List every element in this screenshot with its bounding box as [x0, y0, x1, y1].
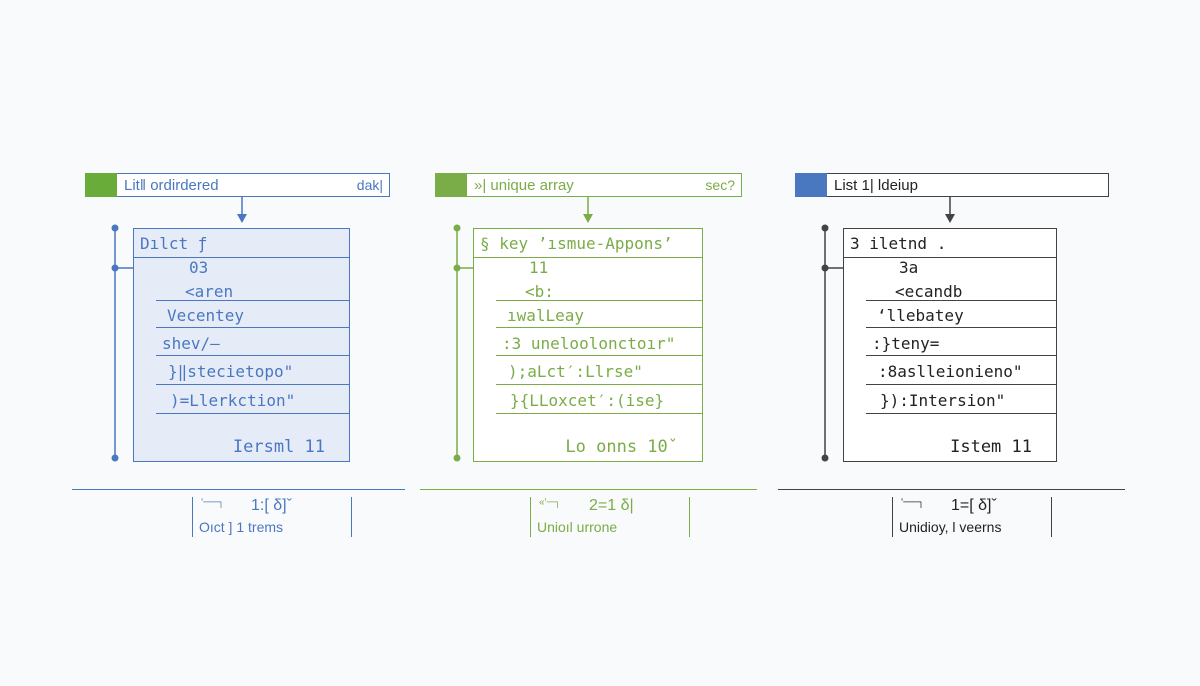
header-label: Lit‖ ordirdered	[124, 177, 219, 194]
node-box: § key ’ısmue-Appons’ Lo onns 10ˇ	[473, 228, 703, 462]
row-divider	[866, 355, 1056, 356]
panel-unique-array: »| unique array sec? § key ’ısmue-Appons…	[400, 0, 800, 686]
node-row: }):Intersion"	[880, 391, 1006, 410]
node-row: <ecandb	[895, 282, 963, 301]
caption-mark: ‘──┐	[901, 497, 925, 508]
row-divider	[496, 327, 702, 328]
row-divider	[866, 327, 1056, 328]
header-swatch	[85, 173, 117, 197]
caption-bracket: ‘──┐ 1:[ δ]ˇ Oıct ] 1 trems	[192, 497, 352, 537]
arrow-head	[583, 214, 593, 223]
header-tag: sec?	[705, 177, 735, 193]
row-divider	[866, 413, 1056, 414]
node-row: }{LLoxcet′:(ise}	[510, 391, 665, 410]
row-divider	[496, 355, 702, 356]
node-row: 11	[529, 258, 549, 277]
caption-bottom: Unidioy, l veerns	[899, 519, 1002, 535]
node-row: )=Llerkction"	[170, 391, 296, 410]
node-row: ıwalLeay	[507, 306, 585, 325]
panel-header: Lit‖ ordirdered dak|	[85, 173, 390, 197]
row-divider	[156, 384, 349, 385]
node-footer: Istem 11	[950, 437, 1032, 457]
node-dot	[453, 454, 461, 462]
caption-top: 1:[ δ]ˇ	[251, 497, 292, 514]
node-footer: Iersml 11	[232, 437, 325, 457]
node-row: :3 uneloolonctoır"	[502, 334, 676, 353]
node-box: 3 iletnd . Istem 11	[843, 228, 1057, 462]
node-row: <aren	[185, 282, 234, 301]
node-box: Dılct ƒ Iersml 11	[133, 228, 350, 462]
caption-bottom: Unioıl urrone	[537, 519, 618, 535]
row-divider	[844, 257, 1056, 258]
row-divider	[496, 413, 702, 414]
node-row: <b:	[525, 282, 554, 301]
panel-header: »| unique array sec?	[435, 173, 742, 197]
panel-header: List 1| ldeiup	[795, 173, 1109, 197]
caption-bottom: Oıct ] 1 trems	[199, 519, 284, 535]
node-row: 03	[189, 258, 209, 277]
node-dot	[111, 224, 119, 232]
caption-top: 2=1 δ|	[589, 497, 634, 514]
node-row: }‖stecietopo"	[168, 362, 294, 381]
header-swatch	[795, 173, 827, 197]
node-dot	[111, 454, 119, 462]
node-row: :8aslleionieno"	[878, 362, 1023, 381]
node-row: shev/—	[162, 334, 220, 353]
header-swatch	[435, 173, 467, 197]
row-divider	[474, 257, 702, 258]
node-title: § key ’ısmue-Appons’	[480, 234, 673, 253]
node-row: ‘llebatey	[877, 306, 964, 325]
row-divider	[156, 300, 349, 301]
row-divider	[134, 257, 349, 258]
baseline-rule	[72, 489, 405, 490]
node-dot	[821, 454, 829, 462]
node-footer: Lo onns 10ˇ	[565, 437, 678, 457]
baseline-rule	[420, 489, 757, 490]
row-divider	[496, 384, 702, 385]
caption-bracket: ‘──┐ 1=[ δ]ˇ Unidioy, l veerns	[892, 497, 1052, 537]
row-divider	[496, 300, 702, 301]
row-divider	[866, 300, 1056, 301]
panel-dict: Lit‖ ordirdered dak| Dılct ƒ Iersml 11 0…	[0, 0, 405, 686]
node-row: :}teny=	[872, 334, 940, 353]
row-divider	[156, 413, 349, 414]
header-label: »| unique array	[474, 177, 574, 194]
panel-list: List 1| ldeiup 3 iletnd . Istem 11 3a <e…	[778, 0, 1200, 686]
caption-top: 1=[ δ]ˇ	[951, 497, 997, 514]
node-dot	[453, 224, 461, 232]
arrow-head	[237, 214, 247, 223]
node-dot	[821, 224, 829, 232]
node-title: 3 iletnd .	[850, 234, 947, 253]
caption-mark: «‘─┐	[539, 497, 561, 508]
node-title: Dılct ƒ	[140, 234, 208, 253]
header-label: List 1| ldeiup	[834, 177, 918, 194]
row-divider	[156, 327, 349, 328]
node-row: );aLct′:Llrse"	[508, 362, 643, 381]
baseline-rule	[778, 489, 1125, 490]
header-tag: dak|	[356, 177, 383, 193]
row-divider	[156, 355, 349, 356]
node-row: 3a	[899, 258, 919, 277]
caption-mark: ‘──┐	[201, 497, 225, 508]
node-row: Vecentey	[167, 306, 245, 325]
row-divider	[866, 384, 1056, 385]
arrow-head	[945, 214, 955, 223]
caption-bracket: «‘─┐ 2=1 δ| Unioıl urrone	[530, 497, 690, 537]
